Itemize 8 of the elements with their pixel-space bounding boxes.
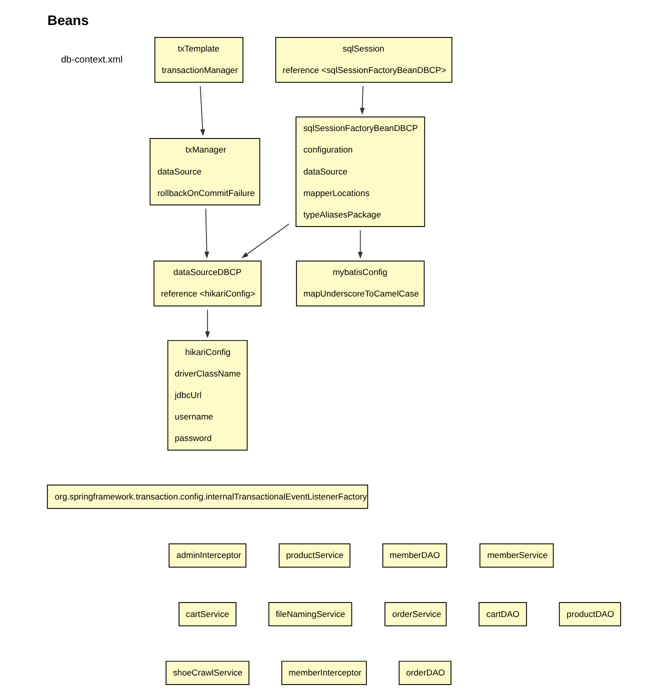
- arrow: [241, 223, 290, 258]
- arrow: [200, 86, 206, 136]
- arrow: [205, 309, 210, 338]
- arrow: [360, 86, 365, 115]
- diagram-title: Beans: [47, 12, 89, 28]
- label: db-context.xml: [60, 54, 123, 66]
- arrow: [358, 230, 363, 259]
- arrow: [204, 208, 210, 259]
